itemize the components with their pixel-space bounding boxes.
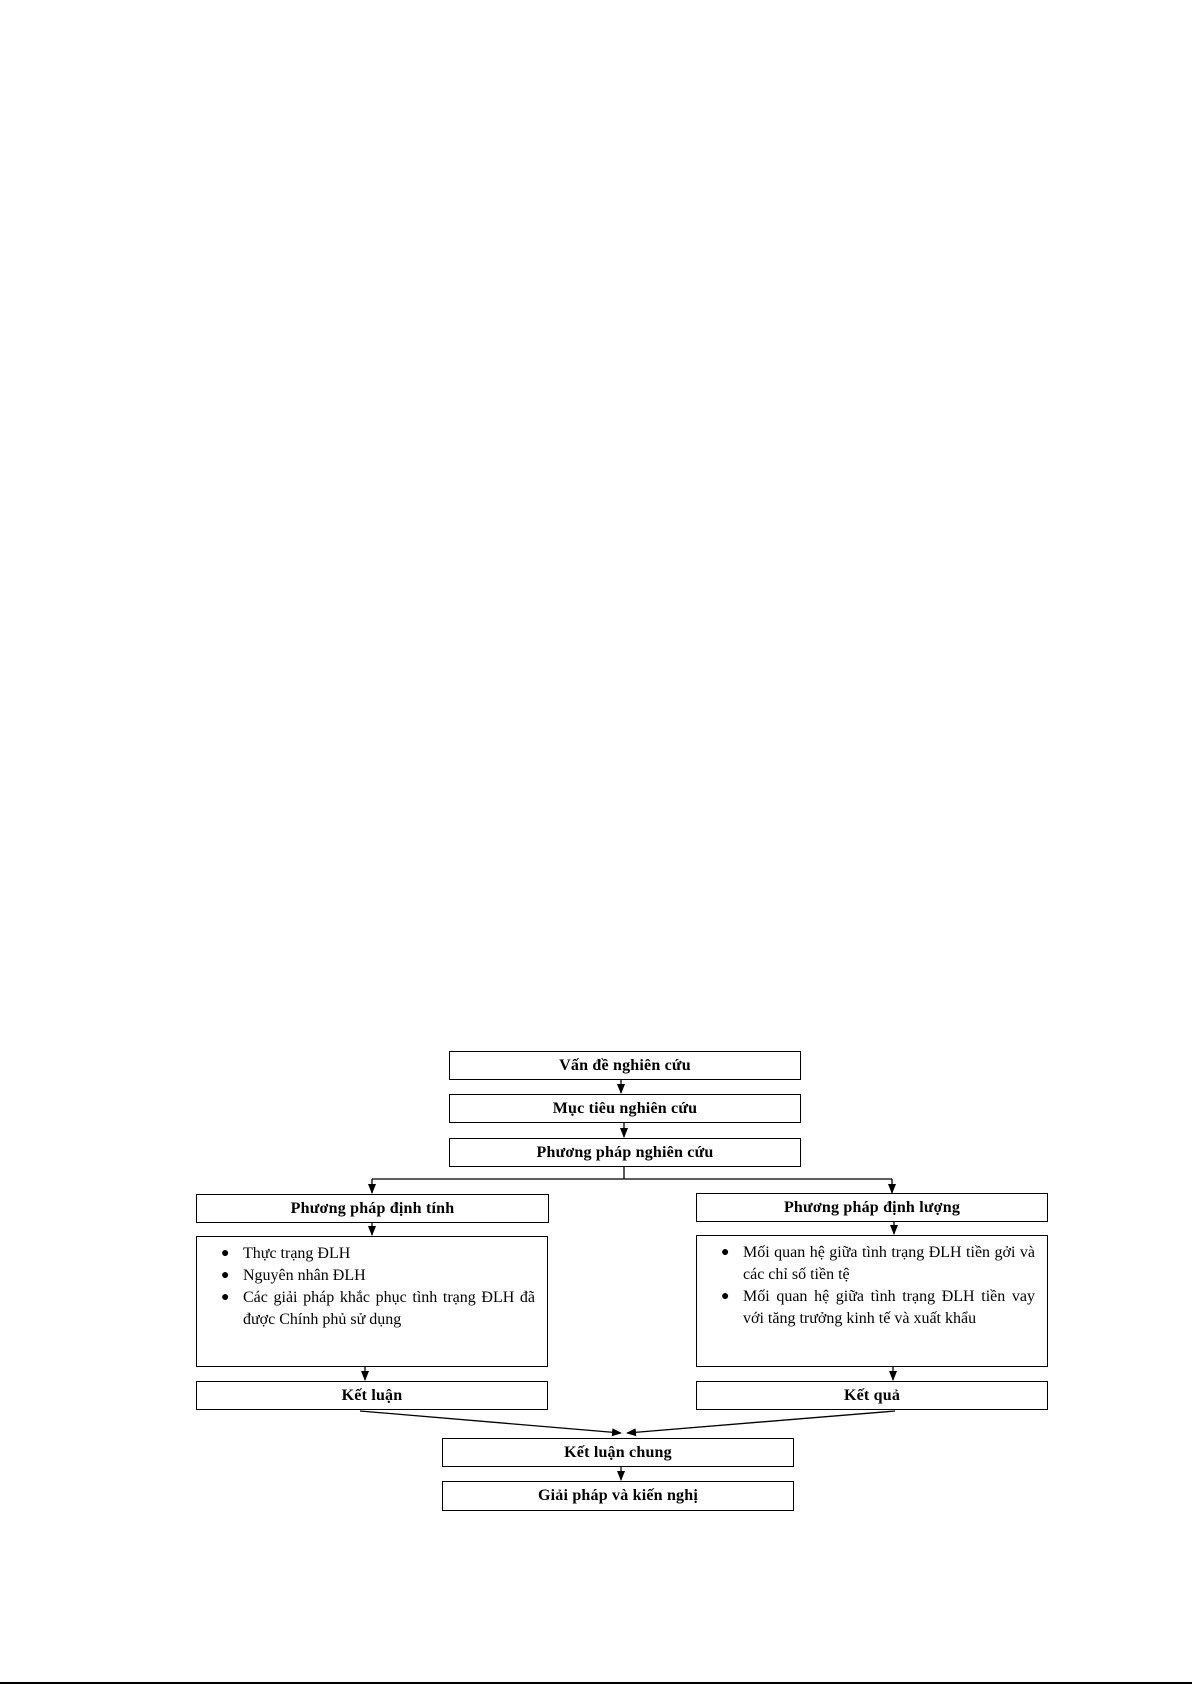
list-item: ●Các giải pháp khắc phục tình trạng ĐLH … (221, 1289, 535, 1328)
quantitative-items-box: ●Mối quan hệ giữa tình trạng ĐLH tiền gở… (696, 1235, 1048, 1367)
research-problem-label: Vấn đề nghiên cứu (559, 1056, 691, 1074)
quantitative-result-label: Kết quả (843, 1386, 901, 1404)
bullet-icon: ● (721, 1289, 730, 1304)
quantitative-method-box: Phương pháp định lượng (696, 1193, 1048, 1222)
list-item: ●Mối quan hệ giữa tình trạng ĐLH tiền gở… (721, 1244, 1035, 1283)
qualitative-method-box: Phương pháp định tính (196, 1194, 549, 1223)
research-objective-box: Mục tiêu nghiên cứu (449, 1094, 801, 1123)
list-item: ●Thực trạng ĐLH (207, 1243, 535, 1265)
quantitative-items-list: ●Mối quan hệ giữa tình trạng ĐLH tiền gở… (707, 1242, 1035, 1330)
arrow-conclusion-to-general (359, 1410, 622, 1437)
quantitative-method-label: Phương pháp định lượng (783, 1198, 961, 1216)
solutions-box: Giải pháp và kiến nghị (442, 1481, 794, 1511)
bullet-icon: ● (221, 1268, 230, 1283)
list-item: ●Mối quan hệ giữa tình trạng ĐLH tiền va… (721, 1288, 1035, 1327)
qualitative-conclusion-box: Kết luận (196, 1381, 548, 1410)
research-method-box: Phương pháp nghiên cứu (449, 1138, 801, 1167)
qualitative-items-box: ●Thực trạng ĐLH ●Nguyên nhân ĐLH ●Các gi… (196, 1236, 548, 1367)
solutions-label: Giải pháp và kiến nghị (537, 1487, 699, 1504)
qualitative-items-list: ●Thực trạng ĐLH ●Nguyên nhân ĐLH ●Các gi… (207, 1243, 535, 1331)
general-conclusion-box: Kết luận chung (442, 1438, 794, 1467)
research-problem-box: Vấn đề nghiên cứu (449, 1051, 801, 1080)
arrow-result-to-general (626, 1410, 896, 1437)
qualitative-method-label: Phương pháp định tính (290, 1199, 455, 1217)
bullet-icon: ● (221, 1290, 230, 1305)
research-objective-label: Mục tiêu nghiên cứu (552, 1099, 698, 1117)
general-conclusion-label: Kết luận chung (564, 1443, 672, 1461)
quantitative-result-box: Kết quả (696, 1381, 1048, 1410)
bullet-icon: ● (221, 1246, 230, 1261)
list-item: ●Nguyên nhân ĐLH (207, 1265, 535, 1287)
research-method-label: Phương pháp nghiên cứu (536, 1143, 714, 1161)
page-bottom-rule (0, 1682, 1192, 1684)
qualitative-conclusion-label: Kết luận (341, 1386, 403, 1404)
bullet-icon: ● (721, 1245, 730, 1260)
